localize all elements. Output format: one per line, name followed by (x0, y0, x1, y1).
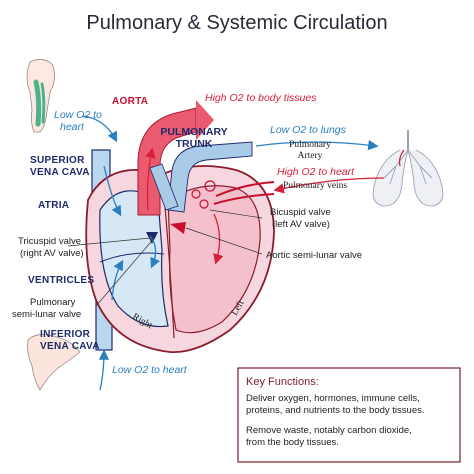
aortic-valve-shape (170, 222, 186, 234)
key-function-2-line-2: from the body tissues. (246, 437, 339, 448)
high-o2-heart-label: High O2 to heart (277, 166, 355, 178)
lv-flow-arrow (213, 213, 224, 265)
arm-illustration (26, 59, 55, 133)
lungs-illustration (372, 130, 444, 207)
ivc-flow-arrow (111, 259, 124, 301)
bicuspid-label-1: Bicuspid valve (270, 207, 331, 218)
aorta-label: Aorta (112, 96, 148, 107)
aortic-valve-label: Aortic semi-lunar valve (266, 250, 362, 261)
key-function-1-line-2: proteins, and nutrients to the body tiss… (246, 405, 425, 416)
tricuspid-label-1: Tricuspid valve (18, 236, 81, 247)
aorta-flow-arrow (145, 147, 156, 211)
bicuspid-label-2: (left AV valve) (272, 219, 330, 230)
low-o2-heart-top-label-1: Low O2 to (54, 109, 102, 121)
key-functions-title: Key Functions: (246, 376, 319, 388)
pulmonary-veins-label: Pulmonary veins (283, 181, 347, 191)
low-o2-lungs-label: Low O2 to lungs (270, 124, 347, 136)
tricuspid-label-2: (right AV valve) (20, 248, 84, 259)
high-o2-heart-arrow (273, 177, 385, 194)
low-o2-lungs-arrow (255, 139, 379, 151)
pulmonary-trunk-label-1: Pulmonary (160, 126, 227, 138)
pulmonary-veins-vessels (191, 180, 275, 209)
diagram-title: Pulmonary & Systemic Circulation (86, 12, 387, 34)
key-functions-box: Key Functions: Deliver oxygen, hormones,… (237, 367, 461, 463)
low-o2-heart-top-arrow (81, 115, 118, 143)
pulmonary-valve-label-2: semi-lunar valve (12, 309, 81, 320)
low-o2-heart-top-label-2: heart (60, 121, 85, 133)
rv-flow-arrow (149, 235, 160, 269)
pulmonary-trunk-label-2: Trunk (176, 138, 213, 150)
key-function-2-line-1: Remove waste, notably carbon dioxide, (246, 425, 412, 436)
aorta-vessel (137, 100, 214, 216)
leader-lines (67, 209, 263, 307)
pulmonary-trunk-vessel (149, 141, 253, 213)
high-o2-body-label: High O2 to body tissues (205, 92, 317, 104)
low-o2-heart-bottom-arrow (98, 349, 110, 391)
atria-label: Atria (38, 200, 69, 211)
pulmonary-artery-label-1: Pulmonary (289, 140, 331, 150)
superior-vena-cava-label-1: Superior (30, 155, 85, 166)
ventricles-label: Ventricles (28, 275, 94, 286)
svc-flow-arrow (103, 165, 122, 217)
pulmonary-valve-label-1: Pulmonary (30, 297, 76, 308)
superior-vena-cava-label-2: vena cava (30, 167, 90, 178)
liver-illustration (27, 334, 81, 391)
inferior-vena-cava-label-2: vena cava (40, 341, 100, 352)
key-function-1-line-1: Deliver oxygen, hormones, immune cells, (246, 393, 420, 404)
low-o2-heart-bottom-label: Low O2 to heart (112, 364, 188, 376)
pulmonary-artery-label-2: Artery (298, 151, 323, 161)
inferior-vena-cava-label-1: Inferior (40, 329, 91, 340)
